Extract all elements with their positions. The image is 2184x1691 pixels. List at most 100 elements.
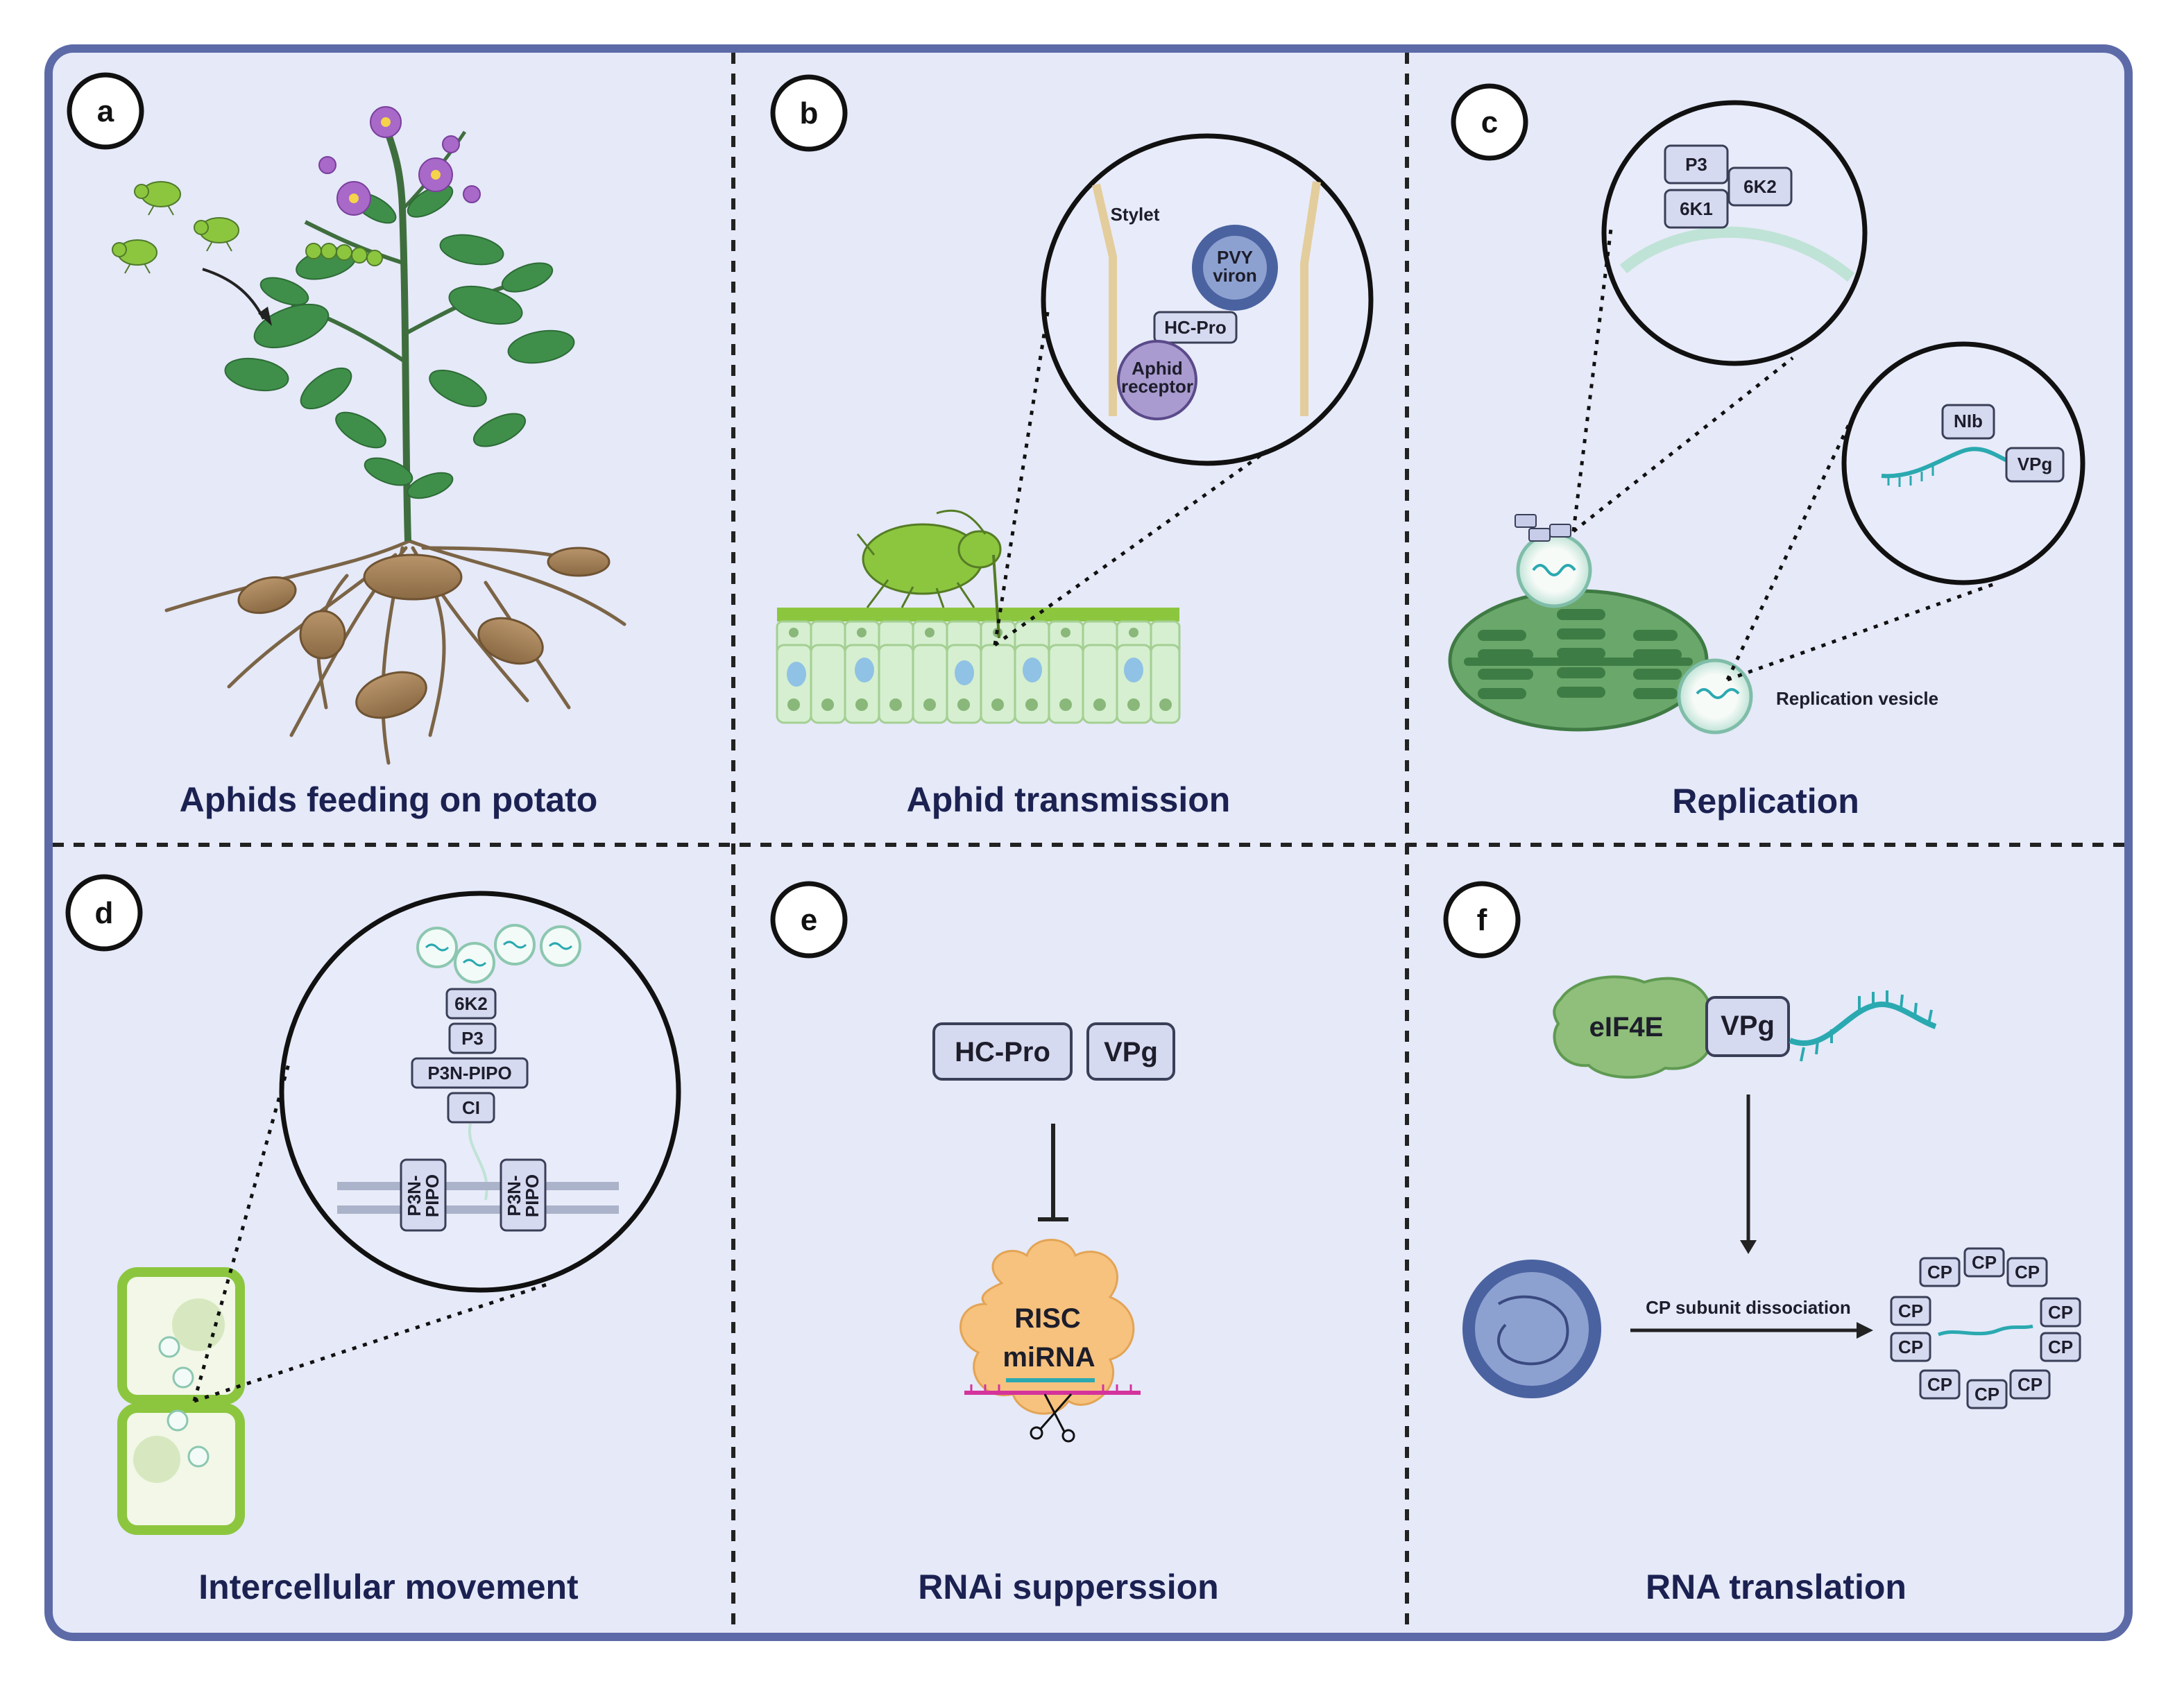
panel-letter-e: e (770, 881, 848, 959)
cp-box (2009, 1369, 2051, 1400)
aphid-small-icon (134, 181, 181, 216)
6k1-box-c (1664, 189, 1729, 229)
6k2-label-d: 6K2 (454, 993, 488, 1014)
stylet-right (1300, 181, 1321, 416)
eif4e-protein (1553, 975, 1715, 1079)
aphid-small-icon (112, 239, 157, 274)
cp-box (1966, 1379, 2008, 1409)
membrane-protein-left (400, 1158, 447, 1232)
epidermal-cells (776, 620, 1181, 724)
nib-box (1941, 404, 1995, 440)
thylakoid-stacks (1464, 609, 1693, 699)
vpg-label-c: VPg (2017, 454, 2053, 474)
title-d: Intercellular movement (198, 1568, 579, 1606)
letter-f-text: f (1477, 903, 1487, 937)
hcpro-label-e: HC-Pro (955, 1037, 1050, 1067)
title-f: RNA translation (1646, 1568, 1906, 1606)
cp-label: CP (2017, 1374, 2042, 1395)
mirna-label: miRNA (1003, 1342, 1095, 1373)
letter-c-text: c (1481, 105, 1498, 139)
title-c: Replication (1672, 782, 1859, 821)
letter-e-text: e (801, 903, 817, 937)
panel-letter-d: d (65, 874, 143, 952)
aphid-large-icon (856, 509, 1002, 639)
replication-vesicle-top (1516, 532, 1592, 608)
cp-label: CP (2015, 1262, 2040, 1282)
target-rna-ticks (970, 1384, 1132, 1393)
cp-label: CP (1898, 1301, 1923, 1321)
p3-box-c (1664, 144, 1729, 184)
title-b: Aphid transmission (907, 780, 1231, 819)
vpg-box-e (1086, 1022, 1175, 1081)
cp-box (1890, 1332, 1931, 1362)
hcpro-box (1153, 311, 1238, 344)
letter-d-text: d (95, 896, 114, 930)
potato-berries (305, 243, 383, 266)
free-rna (1938, 1324, 2033, 1337)
p3-label-c: P3 (1685, 154, 1707, 175)
panel-letter-b: b (770, 74, 848, 152)
movement-illustration: 6K2 P3 P3N-PIPO CI P3N- PIPO P3N- PIPO (117, 891, 681, 1535)
cp-box (1919, 1257, 1961, 1287)
zoom-lines-b (993, 311, 1268, 647)
panel-letter-c: c (1451, 83, 1528, 161)
plant-stem (382, 123, 411, 542)
p3-label-d: P3 (461, 1028, 484, 1049)
right-arrow-head (1857, 1322, 1873, 1339)
cp-box (2006, 1257, 2048, 1287)
vpg-box-f (1705, 996, 1790, 1057)
aphid-receptor-icon (1117, 340, 1197, 420)
p3npipo-label-d: P3N-PIPO (427, 1063, 511, 1083)
receptor-label-2: receptor (1121, 376, 1193, 397)
cp-box (1919, 1369, 1961, 1400)
nib-label: NIb (1954, 411, 1983, 431)
risc-label: RISC (1014, 1303, 1081, 1334)
6k2-box-c (1727, 166, 1793, 207)
scissors-icon (1030, 1393, 1075, 1443)
membrane-left-1: P3N- (404, 1175, 425, 1216)
ci-box (447, 1092, 495, 1124)
6k1-label-c: 6K1 (1680, 198, 1713, 219)
title-e: RNAi supperssion (918, 1568, 1218, 1606)
grid-dividers (53, 53, 2124, 1633)
vpg-label-f: VPg (1721, 1011, 1775, 1041)
cp-box (2040, 1332, 2081, 1362)
ci-label: CI (462, 1097, 480, 1118)
potato-flowers (318, 106, 481, 216)
p3-box-d (448, 1022, 497, 1054)
vpg-box-c (2005, 447, 2065, 483)
panel-letter-f: f (1443, 881, 1521, 959)
virion-label-2: viron (1213, 265, 1257, 286)
moving-vesicles (158, 1336, 210, 1468)
panel-titles: Aphids feeding on potato Aphid transmiss… (180, 780, 1906, 1606)
virion-label-1: PVY (1217, 247, 1253, 268)
arrow-icon (202, 268, 265, 320)
potato-tubers (237, 547, 611, 719)
zoom-circle-plasmodesma (279, 891, 681, 1293)
stylet-left (1092, 183, 1117, 416)
potato-leaves (224, 184, 575, 499)
membrane-left-2: PIPO (422, 1174, 443, 1217)
p3npipo-box-d (411, 1057, 529, 1089)
membrane-right-2: PIPO (522, 1174, 543, 1217)
aphid-small-icon (194, 217, 239, 252)
vesicle-proteins (1515, 514, 1571, 542)
cp-label: CP (1898, 1337, 1923, 1357)
vpg-label-e: VPg (1104, 1037, 1158, 1067)
risc-complex (959, 1239, 1135, 1415)
panel-letter-a: a (67, 72, 144, 150)
zoom-circle-rna (1841, 341, 2085, 585)
cp-label: CP (1972, 1252, 1997, 1273)
hcpro-box-e (932, 1022, 1073, 1081)
letter-a-text: a (97, 94, 114, 128)
replication-vesicle-label: Replication vesicle (1776, 688, 1938, 709)
aphid-group (112, 181, 239, 274)
cell-dots (787, 628, 1172, 711)
pvy-virion-icon: PVY viron (1192, 225, 1278, 311)
cp-label: CP (1927, 1262, 1952, 1282)
panel-letters: a b c d e f (65, 72, 1528, 959)
hcpro-label-b: HC-Pro (1164, 317, 1227, 338)
6k2-box-d (445, 988, 497, 1020)
eif4e-label: eIF4E (1589, 1012, 1664, 1042)
